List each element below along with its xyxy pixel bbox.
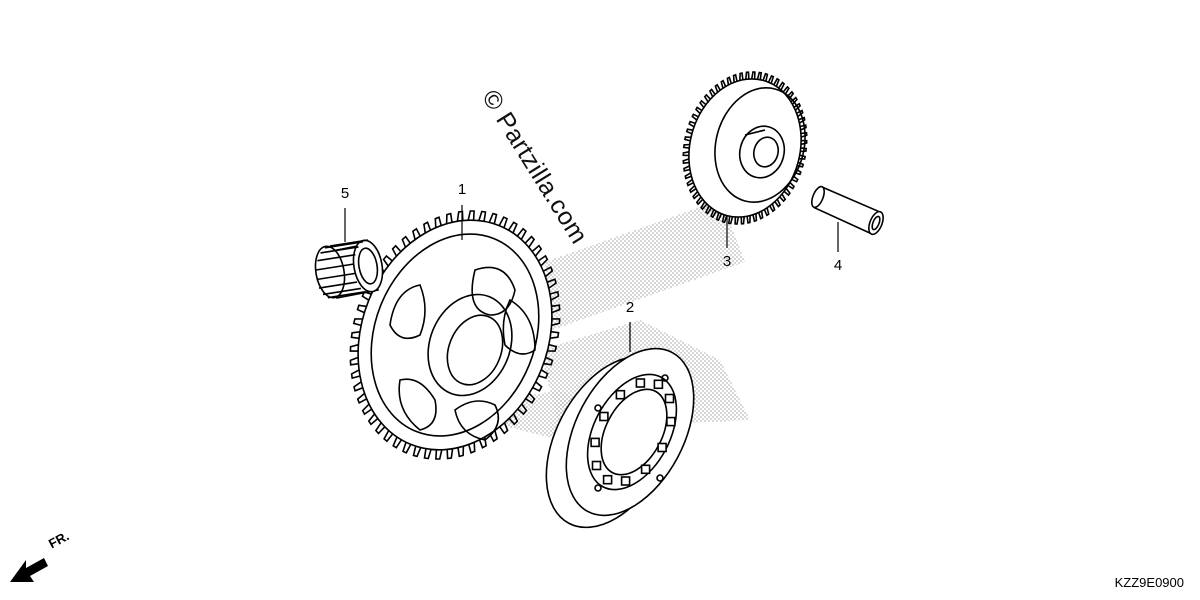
callout-4: 4	[833, 257, 843, 274]
part-4-shaft	[810, 185, 884, 236]
part-5-needle-bearing	[314, 239, 384, 299]
callout-3: 3	[722, 253, 732, 270]
part-2-one-way-clutch	[545, 347, 695, 529]
diagram-code: KZZ9E0900	[1114, 575, 1184, 590]
leader-lines	[344, 205, 839, 352]
callout-2: 2	[625, 299, 635, 316]
part-1-gear	[349, 210, 561, 460]
front-direction-arrow	[10, 558, 48, 582]
callout-5: 5	[340, 185, 350, 202]
part-3-gear	[682, 71, 808, 225]
callout-1: 1	[457, 181, 467, 198]
